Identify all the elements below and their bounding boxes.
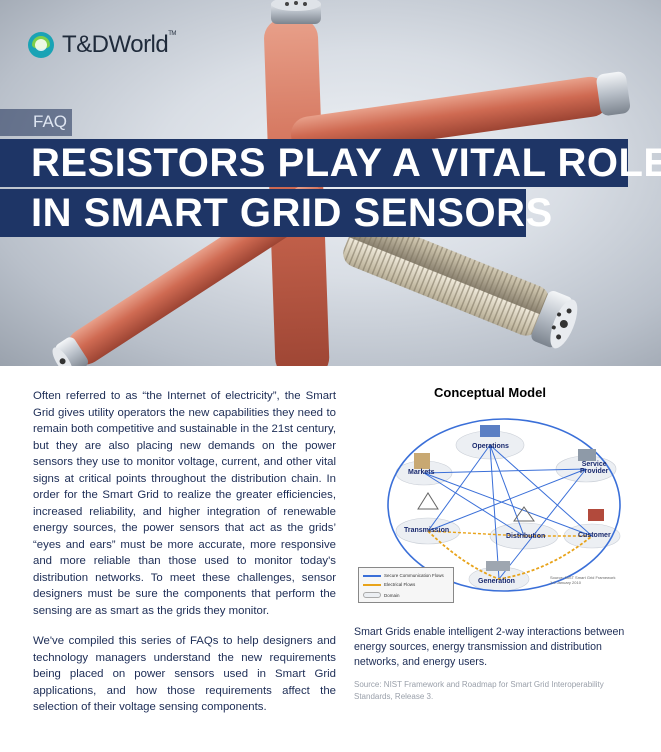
communication-lines	[423, 444, 593, 580]
legend-swatch-domain	[363, 592, 381, 598]
legend-label: Secure Communication Flows	[384, 573, 444, 578]
brand-name: T&DWorldTM	[62, 31, 176, 58]
smart-grid-diagram	[387, 418, 621, 592]
page-title-line-1: RESISTORS PLAY A VITAL ROLE	[0, 139, 661, 187]
section-tag: FAQ	[0, 109, 72, 136]
brand-logo[interactable]: T&DWorldTM	[26, 30, 176, 60]
figure-caption: Smart Grids enable intelligent 2-way int…	[354, 626, 625, 668]
figure-source-note: Source: NIST Smart Grid Framework 1.0 Ja…	[550, 575, 616, 585]
figure-legend: Secure Communication Flows Electrical Fl…	[358, 567, 454, 603]
resistor-right	[291, 71, 631, 157]
article-paragraph: We've compiled this series of FAQs to he…	[33, 635, 336, 713]
generation-icon	[486, 561, 510, 571]
distribution-icon	[513, 506, 535, 522]
operations-icon	[480, 425, 500, 437]
globe-logo-icon	[28, 32, 54, 58]
legend-label: Domain	[384, 592, 400, 598]
legend-swatch-electrical	[363, 583, 381, 586]
node-label-distribution: Distribution	[506, 533, 546, 540]
figure-title: Conceptual Model	[434, 385, 546, 400]
node-label-operations: Operations	[472, 443, 509, 450]
customer-icon	[588, 509, 604, 521]
page-title-line-2: IN SMART GRID SENSORS	[0, 189, 552, 237]
service-provider-icon	[578, 449, 596, 461]
node-label-markets: Markets	[408, 469, 435, 476]
article-paragraph: Often referred to as “the Internet of el…	[33, 390, 336, 617]
legend-label: Electrical Flows	[384, 582, 416, 587]
node-label-generation: Generation	[478, 578, 515, 585]
node-label-transmission: Transmission	[404, 527, 450, 534]
conceptual-model-figure: Conceptual Model Operations Markets Serv…	[354, 381, 626, 609]
transmission-icon	[417, 492, 439, 510]
node-label-customer: Customer	[578, 532, 611, 539]
legend-swatch-communication	[363, 574, 381, 577]
resistor-coil	[343, 217, 578, 349]
article-body: Often referred to as “the Internet of el…	[33, 388, 336, 716]
hero-image: T&DWorldTM FAQ RESISTORS PLAY A VITAL RO…	[0, 0, 661, 366]
communication-ring	[387, 418, 621, 592]
electrical-flow	[427, 530, 593, 580]
markets-icon	[414, 453, 430, 469]
figure-source: Source: NIST Framework and Roadmap for S…	[354, 680, 604, 701]
